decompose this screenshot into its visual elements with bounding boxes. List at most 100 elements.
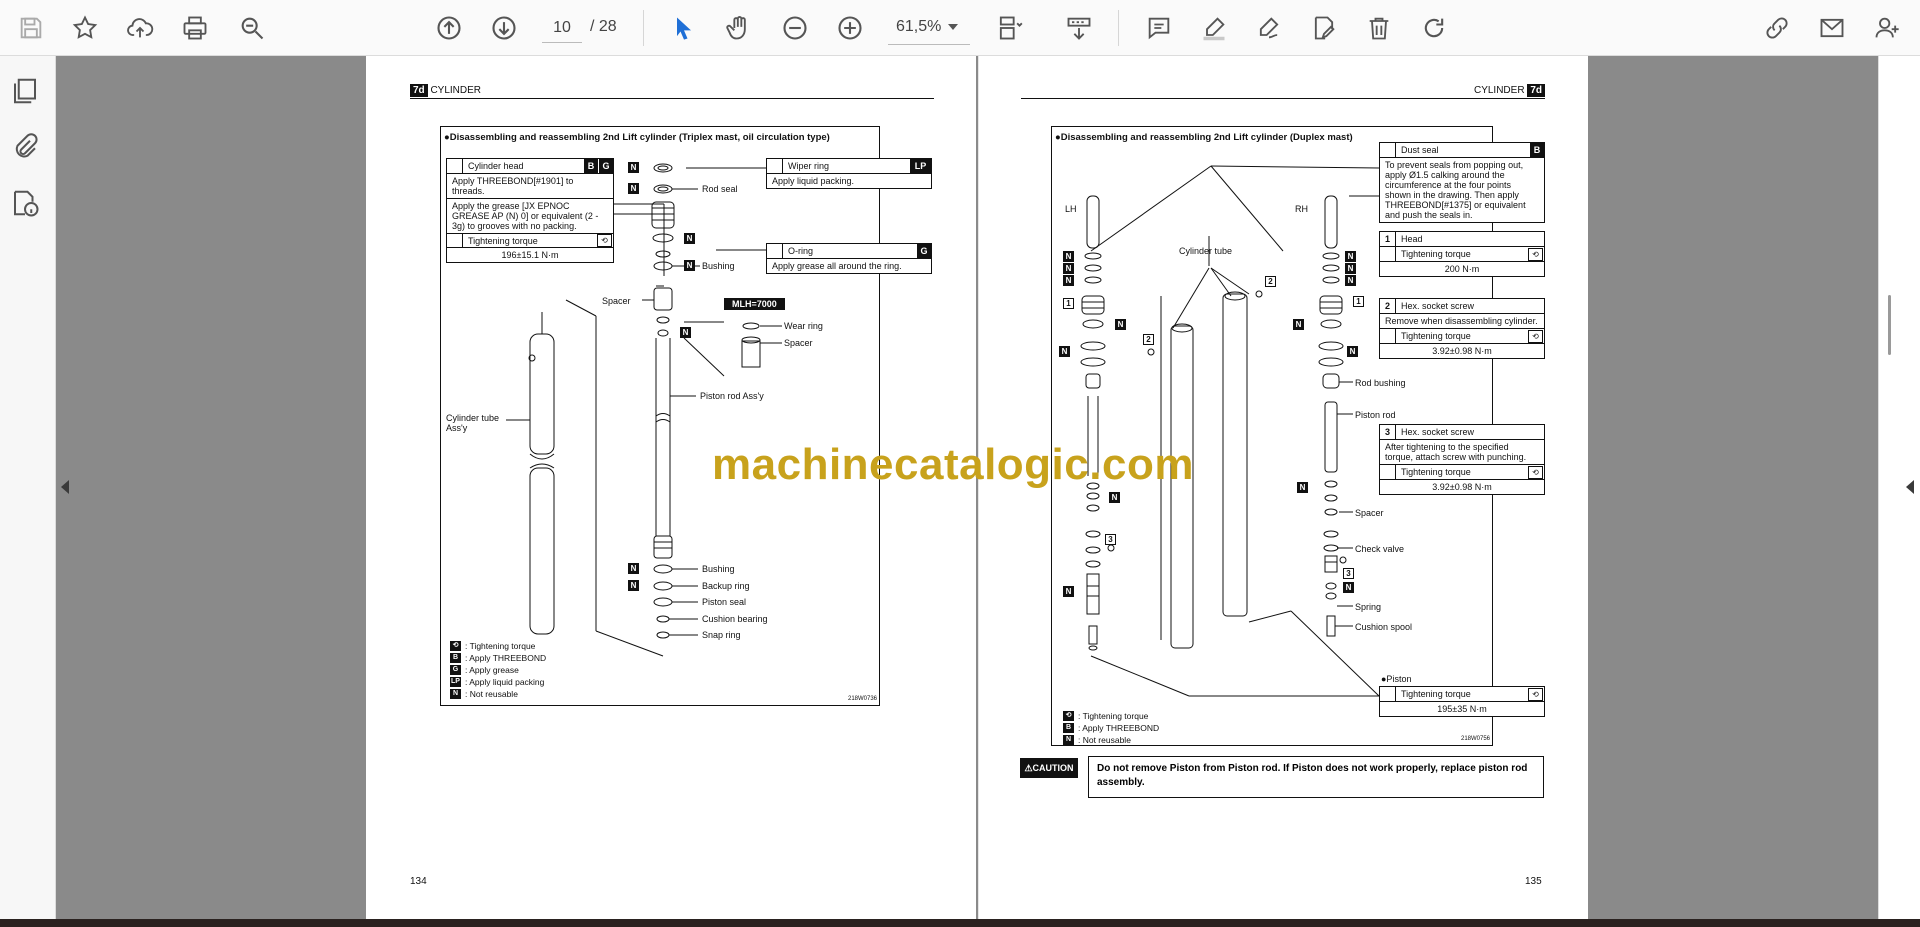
side-panel bbox=[0, 56, 56, 920]
piston-caption: ●Piston bbox=[1381, 674, 1412, 684]
page-thumbnails-icon[interactable] bbox=[10, 76, 46, 112]
not-reusable-badge: N bbox=[628, 162, 639, 173]
zoom-search-icon[interactable] bbox=[233, 9, 271, 47]
legend-text: : Apply THREEBOND bbox=[1078, 723, 1160, 733]
next-page-icon[interactable] bbox=[485, 9, 523, 47]
threebond-badge: B bbox=[1529, 143, 1544, 157]
hex-socket-screw-note: 3 Hex. socket screw After tightening to t… bbox=[1379, 424, 1545, 495]
wear-ring-label: Wear ring bbox=[784, 321, 823, 331]
attachment-clip-icon[interactable] bbox=[10, 132, 46, 168]
legend-symbol: B bbox=[1063, 723, 1074, 733]
zoom-out-icon[interactable] bbox=[776, 9, 814, 47]
not-reusable-badge: N bbox=[1343, 582, 1354, 593]
note-text: Apply THREEBOND[#1901] to threads. bbox=[447, 174, 613, 199]
piston-seal-label: Piston seal bbox=[702, 597, 747, 607]
zoom-select[interactable] bbox=[888, 13, 970, 45]
note-text: Apply grease all around the ring. bbox=[772, 261, 902, 271]
item-number: 2 bbox=[1380, 299, 1396, 313]
delete-trash-icon[interactable] bbox=[1360, 9, 1398, 47]
not-reusable-badge: N bbox=[628, 563, 639, 574]
not-reusable-badge: N bbox=[684, 233, 695, 244]
hand-pan-icon[interactable] bbox=[720, 9, 758, 47]
legend-text: : Apply liquid packing bbox=[465, 677, 545, 687]
torque-value: 196±15.1 N·m bbox=[501, 250, 559, 260]
chevron-down-icon[interactable] bbox=[948, 24, 958, 30]
not-reusable-badge: N bbox=[684, 260, 695, 271]
not-reusable-badge: N bbox=[1347, 346, 1358, 357]
redo-icon[interactable] bbox=[1415, 9, 1453, 47]
symbol-legend: ⟲: Tightening torque B: Apply THREEBOND … bbox=[1063, 710, 1159, 746]
not-reusable-badge: N bbox=[1063, 263, 1074, 274]
liquid-packing-badge: LP bbox=[909, 159, 931, 173]
piston-rod-label: Piston rod bbox=[1355, 410, 1396, 420]
bushing-label: Bushing bbox=[702, 261, 735, 271]
select-cursor-icon[interactable] bbox=[665, 9, 703, 47]
not-reusable-badge: N bbox=[1115, 319, 1126, 330]
torque-label: Tightening torque bbox=[1401, 331, 1471, 341]
torque-wrench-icon: ⟲ bbox=[1528, 329, 1543, 343]
item-number: 1 bbox=[1380, 232, 1396, 246]
expand-right-panel-icon[interactable] bbox=[1906, 480, 1914, 494]
spring-label: Spring bbox=[1355, 602, 1382, 612]
cushion-spool-label: Cushion spool bbox=[1355, 622, 1413, 632]
scroll-mode-icon[interactable] bbox=[1060, 9, 1098, 47]
file-info-icon[interactable] bbox=[10, 188, 46, 224]
figure-id: 218W0736 bbox=[848, 696, 878, 702]
not-reusable-badge: N bbox=[1345, 275, 1356, 286]
torque-label: Tightening torque bbox=[1401, 249, 1471, 259]
add-user-icon[interactable] bbox=[1868, 9, 1906, 47]
toolbar: / 28 61,5% bbox=[0, 0, 1920, 56]
legend-symbol: ⟲ bbox=[450, 641, 461, 651]
stamp-edit-icon[interactable] bbox=[1305, 9, 1343, 47]
dust-seal-note: Dust seal B To prevent seals from popping… bbox=[1379, 142, 1545, 223]
collapse-left-panel-icon[interactable] bbox=[61, 480, 69, 494]
page-number-input[interactable] bbox=[542, 13, 582, 43]
not-reusable-badge: N bbox=[1345, 263, 1356, 274]
torque-value: 200 N·m bbox=[1444, 264, 1480, 274]
item-1-badge: 1 bbox=[1063, 298, 1074, 309]
cushion-bearing-label: Cushion bearing bbox=[702, 614, 768, 624]
item-3-badge: 3 bbox=[1343, 568, 1354, 579]
note-text: After tightening to the specified torque… bbox=[1380, 440, 1544, 465]
zoom-in-icon[interactable] bbox=[831, 9, 869, 47]
cylinder-tube-label: Cylinder tube bbox=[1179, 246, 1233, 256]
item-2-badge: 2 bbox=[1265, 276, 1276, 287]
legend-symbol: N bbox=[450, 689, 461, 699]
vertical-scrollbar[interactable] bbox=[1888, 295, 1891, 355]
edit-link-icon[interactable] bbox=[1758, 9, 1796, 47]
page-header: 7d CYLINDER bbox=[410, 84, 934, 99]
zoom-value: 61,5% bbox=[896, 18, 942, 35]
piston-note: Tightening torque⟲ 195±35 N·m bbox=[1379, 686, 1545, 717]
page-fit-icon[interactable] bbox=[990, 9, 1028, 47]
highlight-pen-icon[interactable] bbox=[1195, 9, 1233, 47]
cylinder-exploded-drawing bbox=[506, 163, 782, 657]
spacer-label: Spacer bbox=[602, 296, 631, 306]
save-icon[interactable] bbox=[12, 9, 50, 47]
bookmark-star-icon[interactable] bbox=[66, 9, 104, 47]
item-3-badge: 3 bbox=[1105, 534, 1116, 545]
email-icon[interactable] bbox=[1813, 9, 1851, 47]
torque-value: 195±35 N·m bbox=[1437, 704, 1487, 714]
not-reusable-badge: N bbox=[1059, 346, 1070, 357]
previous-page-icon[interactable] bbox=[430, 9, 468, 47]
print-icon[interactable] bbox=[176, 9, 214, 47]
watermark-text: machinecatalogic.com bbox=[712, 440, 1194, 489]
comment-icon[interactable] bbox=[1140, 9, 1178, 47]
box-title: Hex. socket screw bbox=[1401, 427, 1475, 437]
note-text: Remove when disassembling cylinder. bbox=[1380, 314, 1544, 329]
note-text: Apply the grease [JX EPNOC GREASE AP (N)… bbox=[452, 201, 599, 231]
page-header: CYLINDER 7d bbox=[1021, 84, 1545, 99]
item-number: 3 bbox=[1380, 425, 1396, 439]
box-title: Dust seal bbox=[1401, 145, 1439, 155]
grease-badge: G bbox=[598, 159, 613, 173]
note-text: Apply liquid packing. bbox=[772, 176, 855, 186]
legend-text: : Tightening torque bbox=[1078, 711, 1149, 721]
symbol-legend: ⟲: Tightening torque B: Apply THREEBOND … bbox=[450, 640, 546, 700]
note-text: To prevent seals from popping out, apply… bbox=[1385, 160, 1526, 220]
draw-icon[interactable] bbox=[1250, 9, 1288, 47]
document-page-134: 7d CYLINDER ●Disassembling and reassembl… bbox=[366, 56, 976, 920]
legend-text: : Apply THREEBOND bbox=[465, 653, 547, 663]
cloud-upload-icon[interactable] bbox=[121, 9, 159, 47]
